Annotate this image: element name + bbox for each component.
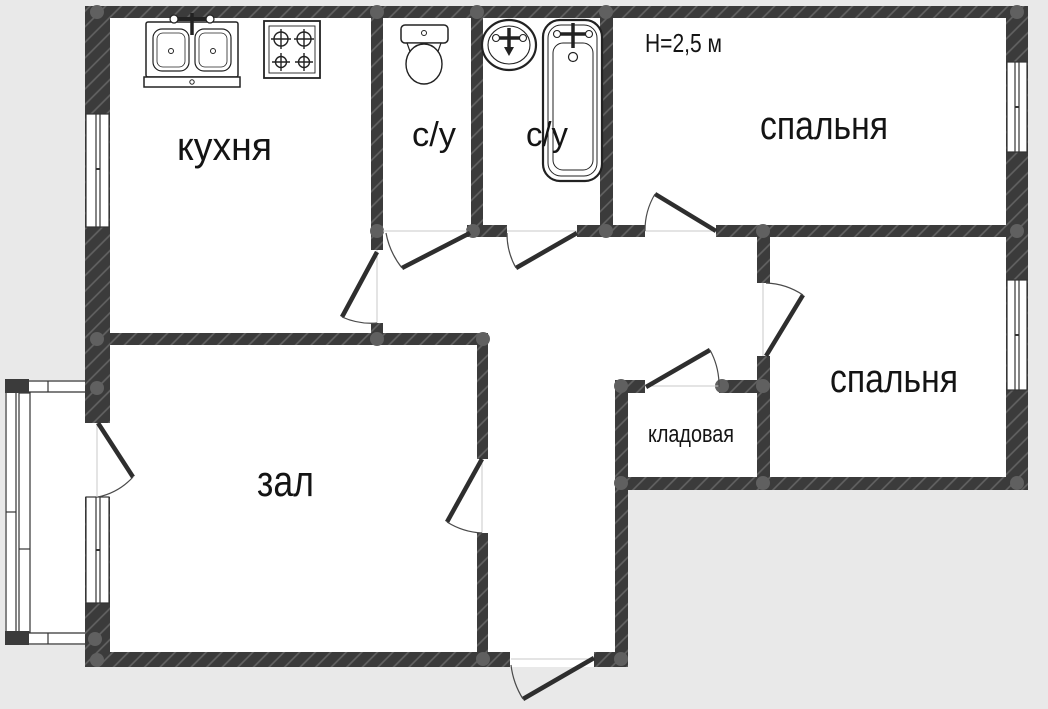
- wall-bath-right: [600, 6, 613, 237]
- balcony: [5, 379, 88, 645]
- label-kitchen: кухня: [177, 125, 272, 169]
- wall-kitchen-right: [371, 6, 383, 250]
- wall-bedroom-divider-upper: [757, 237, 770, 283]
- wall-corridor-top-4: [716, 225, 1028, 237]
- door-kitchen: [340, 250, 379, 324]
- wall-living-right-lower: [477, 533, 488, 667]
- wall-living-right-upper: [477, 333, 488, 459]
- wall-living-top: [110, 333, 488, 345]
- kitchen-sink-icon: [143, 13, 241, 88]
- stove-icon: [263, 20, 321, 79]
- wall-corridor-right: [615, 380, 628, 667]
- label-bathroom-1: с/у: [412, 116, 456, 154]
- wall-bottom-bedroom2: [615, 477, 1028, 490]
- label-storage: кладовая: [648, 421, 734, 448]
- floor-lower-block: [85, 333, 628, 667]
- balcony-floor: [5, 380, 88, 645]
- door-bathroom-2: [506, 230, 579, 270]
- door-bedroom-1: [644, 192, 718, 233]
- label-bedroom-2: спальня: [830, 357, 958, 401]
- door-bathroom-1: [383, 230, 472, 271]
- door-entrance: [510, 656, 596, 701]
- window-kitchen: [85, 113, 110, 228]
- label-bedroom-1: спальня: [760, 104, 888, 148]
- toilet-icon: [400, 24, 449, 85]
- window-bedroom-2: [1006, 279, 1028, 391]
- washbasin-icon: [480, 18, 538, 72]
- wall-corridor-top-3: [613, 225, 645, 237]
- wall-storage-top-right: [719, 380, 757, 393]
- window-bedroom-1: [1006, 61, 1028, 153]
- wall-outer-top: [85, 6, 1028, 18]
- door-bedroom-2: [762, 282, 805, 358]
- door-storage: [644, 348, 720, 389]
- junction-nodes: [88, 5, 1024, 667]
- door-balcony: [96, 421, 135, 498]
- label-bathroom-2: с/у: [526, 116, 568, 154]
- label-living-room: зал: [257, 457, 314, 506]
- ceiling-height-annotation: Н=2,5 м: [645, 28, 722, 58]
- bathtub-icon: [541, 18, 604, 183]
- window-living: [85, 496, 110, 604]
- room-labels: кухня с/у с/у спальня спальня зал кладов…: [177, 28, 958, 506]
- balcony-corner-block-top: [5, 379, 29, 393]
- balcony-corner-block-bottom: [5, 631, 29, 645]
- wall-bottom-living: [85, 652, 510, 667]
- windows: [85, 61, 1028, 604]
- fixtures: [143, 13, 604, 183]
- doors: [96, 192, 805, 701]
- wall-bathroom-divider: [471, 6, 483, 225]
- door-living-room: [445, 457, 484, 534]
- wall-bedroom-divider-lower: [757, 356, 770, 490]
